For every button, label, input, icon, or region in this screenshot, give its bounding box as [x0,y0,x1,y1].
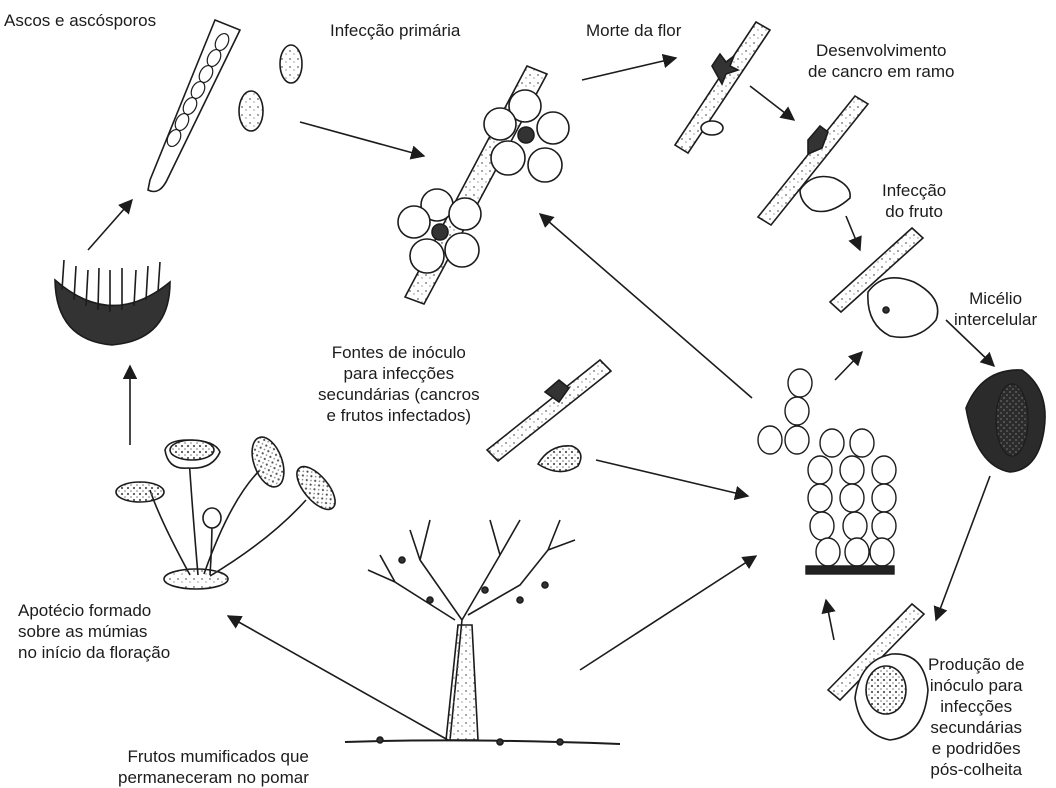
label-flower-death: Morte da flor [586,20,681,41]
apothecia-illustration [116,433,342,589]
apothecium-section-illustration [55,260,170,345]
label-primary-infection: Infecção primária [330,20,460,41]
label-ascos: Ascos e ascósporos [4,10,156,31]
fruit-infection-branch [830,228,938,337]
infected-fruit-icon [966,370,1045,472]
blossom-icon [398,189,481,273]
ascospore-icon [239,45,302,131]
tree-illustration [345,520,620,745]
ascus-illustration [148,20,240,192]
primary-infection-branch [398,66,569,304]
blossom-icon [484,90,569,182]
canker-branch [758,96,868,225]
flower-death-branch [675,22,770,153]
rotting-fruit-branch [828,604,928,740]
conidia-chains-illustration [758,369,896,574]
inoculum-source-branch [487,360,611,472]
